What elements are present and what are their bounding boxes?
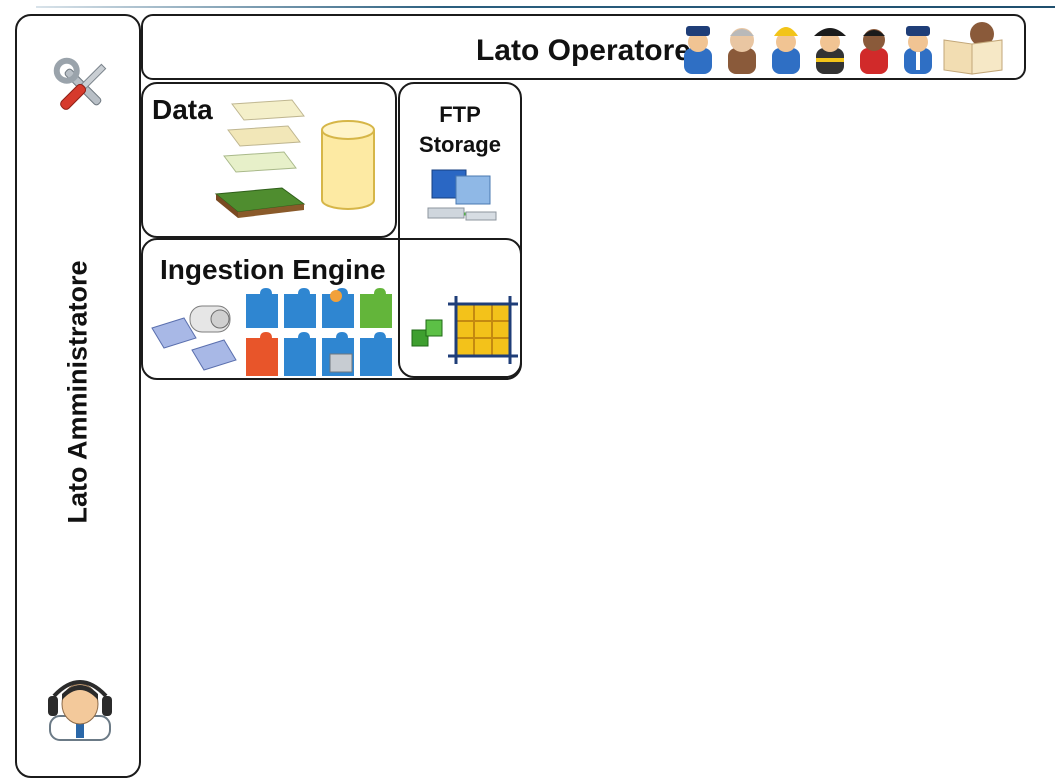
data-label: Data [152,94,213,125]
red-shirt-person-icon [860,29,888,74]
construction-worker-icon [772,27,800,74]
database-cylinder-icon [321,120,375,210]
admin-label: Lato Amministratore [62,260,93,524]
elderly-person-icon [728,28,756,74]
admin-panel [15,14,141,778]
tools-icon [53,57,107,110]
ftp-label-line2: Storage [419,132,501,157]
operator-label: Lato Operatore [475,34,691,67]
satellite-icon [151,305,237,371]
puzzle-plugins-icon [246,288,392,376]
ingestion-label: Ingestion Engine [160,254,386,285]
ftp-label: FTP Storage [419,100,501,160]
network-computers-icon [427,169,497,221]
top-rule [36,6,1055,8]
newspaper-reader-icon [943,22,1003,75]
green-blocks-icon [411,319,443,347]
ftp-storage-box [398,82,522,378]
security-guard-icon [904,26,932,74]
grid-frame-icon [448,296,518,364]
admin-avatar-icon [48,680,112,741]
firefighter-icon [814,28,846,74]
map-layers-icon [214,99,306,218]
ftp-label-line1: FTP [439,102,481,127]
police-officer-icon [684,26,712,74]
ingestion-engine-box [141,238,522,380]
